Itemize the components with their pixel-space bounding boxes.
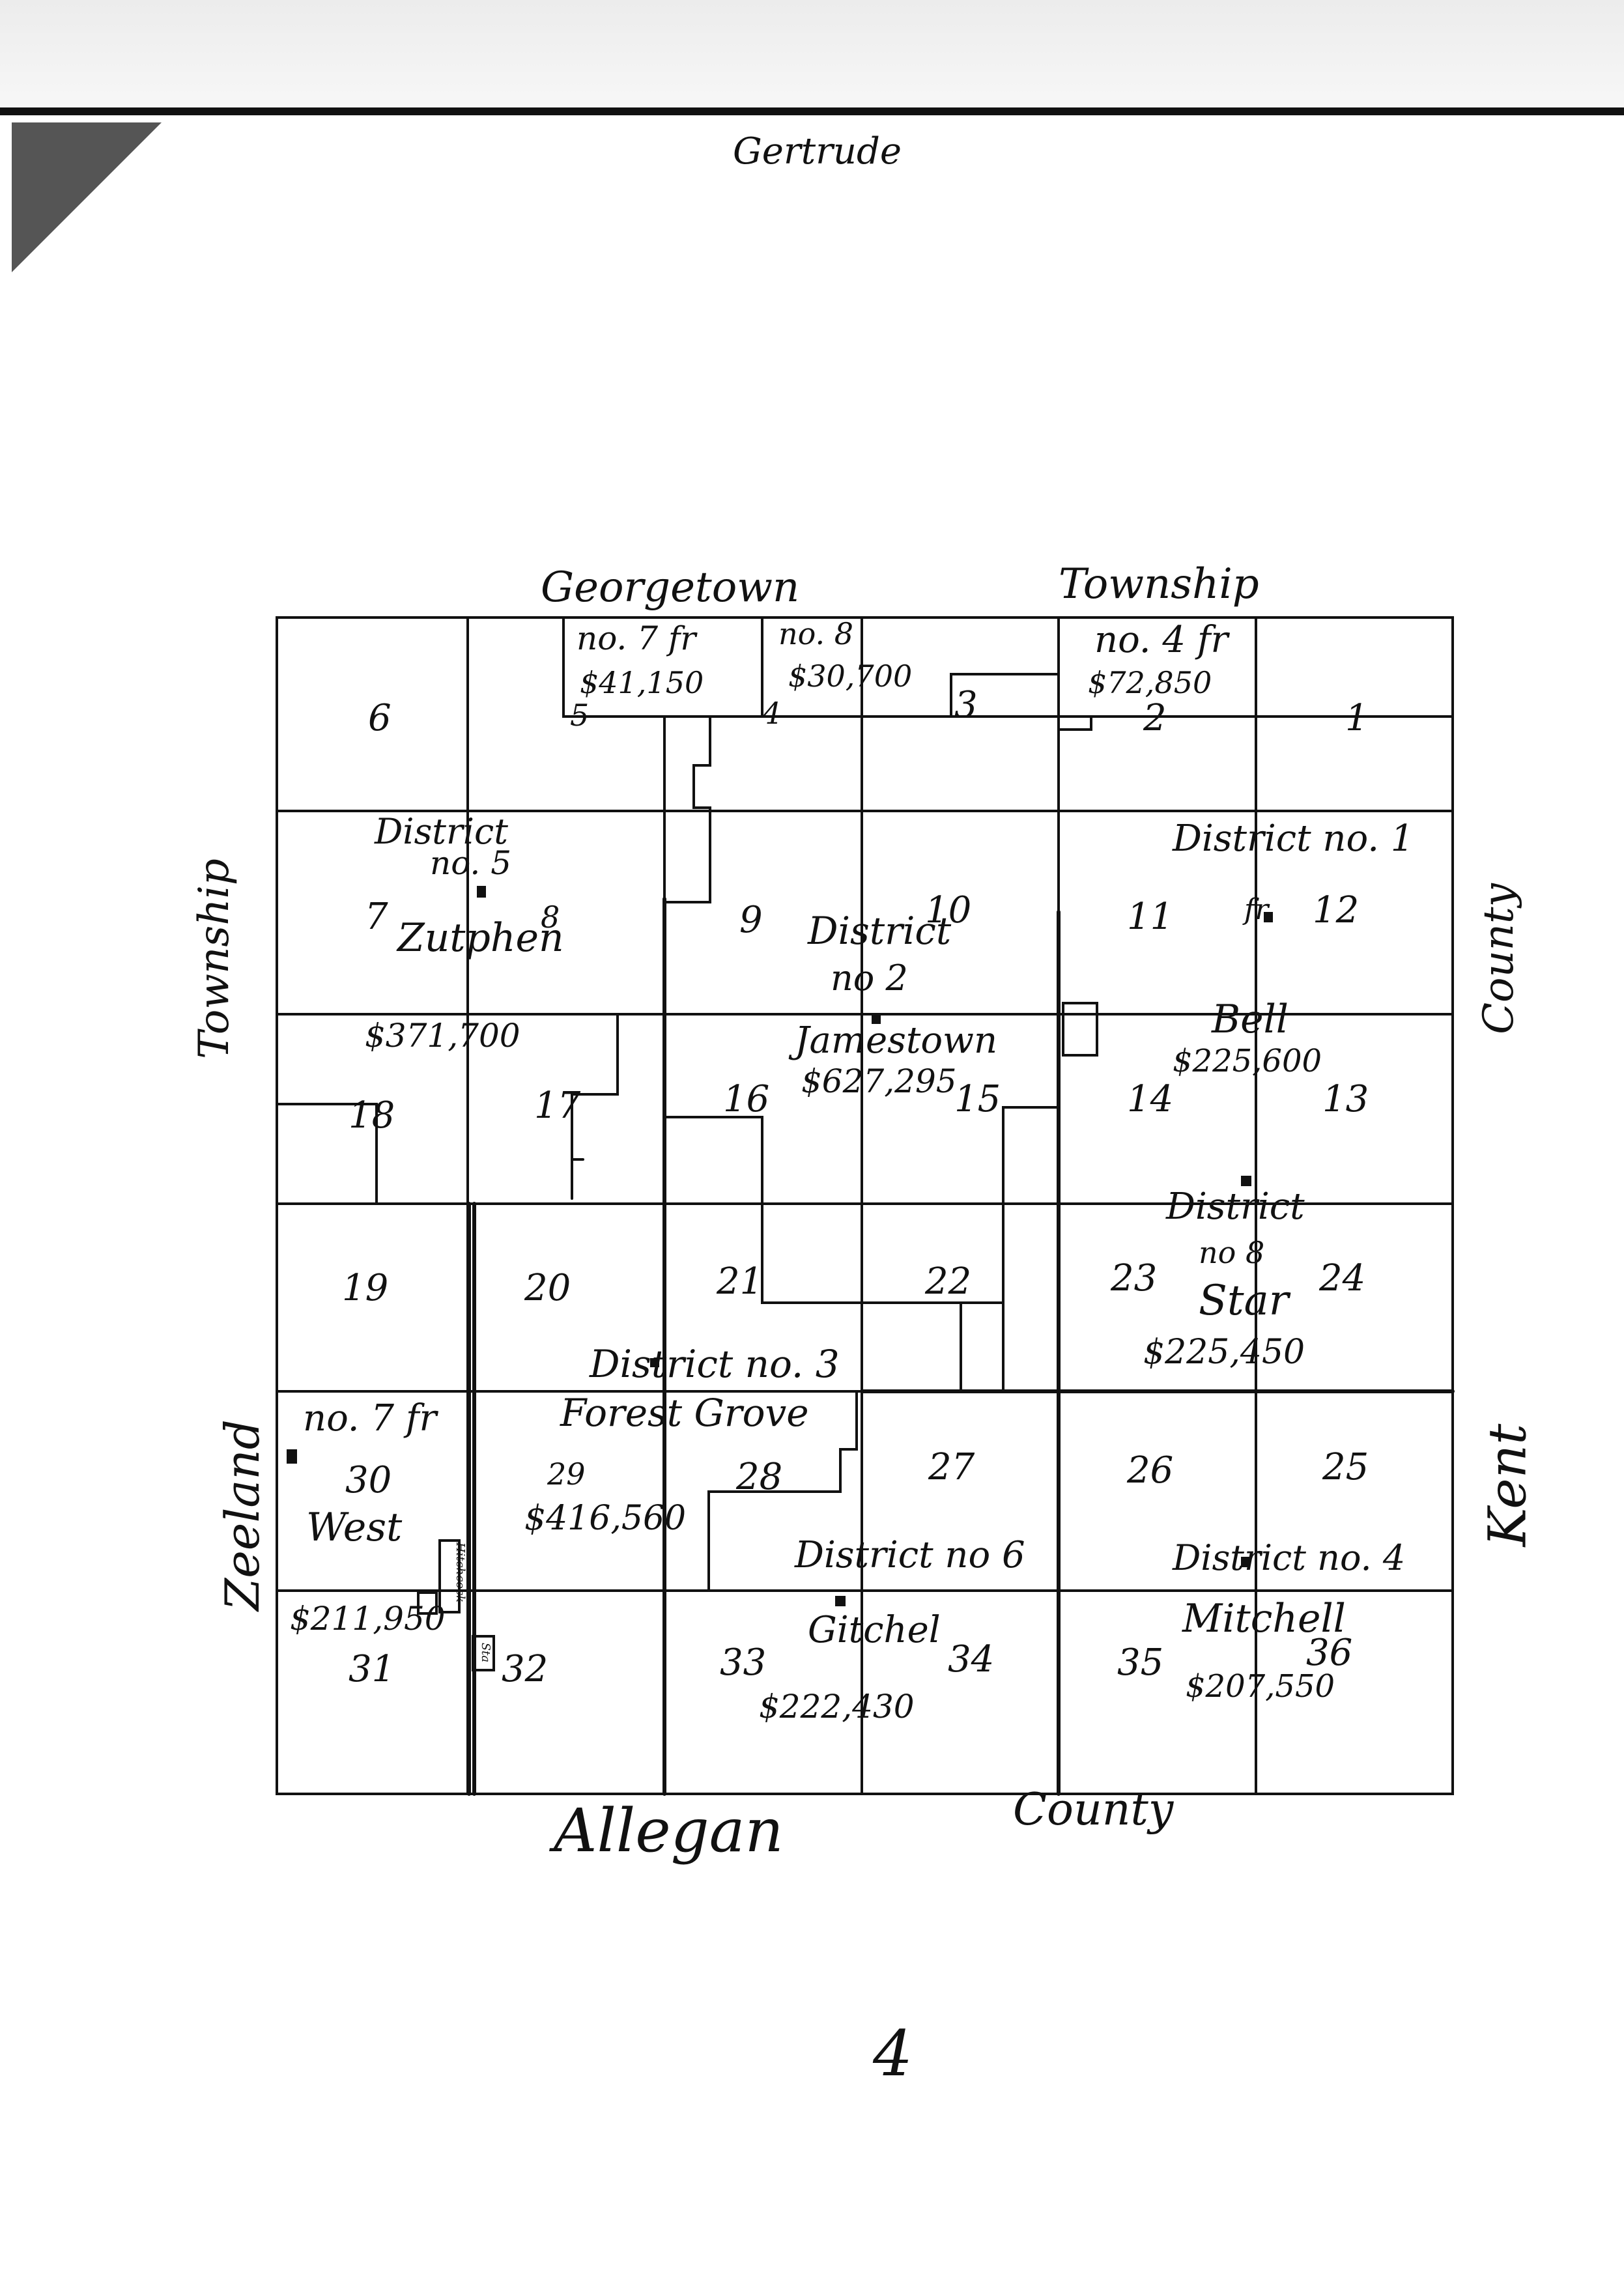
district-7fr-top-value: $41,150 <box>580 665 704 700</box>
district-4fr-top-label: no. 4 fr <box>1094 619 1229 661</box>
section-number: 24 <box>1319 1257 1366 1299</box>
north-border-georgetown: Georgetown <box>541 563 800 612</box>
section-number: 16 <box>723 1078 770 1120</box>
section-number: 19 <box>342 1267 389 1309</box>
district-8-name: Star <box>1199 1277 1289 1325</box>
district-8-value: $225,450 <box>1143 1333 1305 1372</box>
district-3-6-boundary <box>707 1390 858 1592</box>
station-block <box>472 1635 495 1671</box>
section-number: 27 <box>928 1446 975 1488</box>
district-4-title: District no. 4 <box>1173 1537 1406 1578</box>
district-3-title: District no. 3 <box>590 1342 840 1386</box>
page-number: 4 <box>873 2017 913 2090</box>
scan-top-band <box>0 0 1624 115</box>
section-number: 35 <box>1117 1641 1164 1684</box>
village-block <box>417 1591 438 1615</box>
section-number: 14 <box>1127 1078 1174 1120</box>
section-number: 25 <box>1322 1446 1369 1488</box>
section-number: 28 <box>736 1456 783 1498</box>
section-number: 12 <box>1313 889 1360 931</box>
south-border-county: County <box>1013 1784 1174 1836</box>
district-6-name: Gitchel <box>808 1609 941 1651</box>
district-2-number: no 2 <box>831 958 908 999</box>
district-1-name: Bell <box>1212 997 1289 1042</box>
district-1-value: $225,600 <box>1173 1043 1322 1079</box>
district-2-name: Jamestown <box>795 1019 998 1062</box>
section-number: 18 <box>349 1094 395 1137</box>
section-number: 22 <box>925 1260 972 1303</box>
section-number: 10 <box>925 889 972 931</box>
district-8-top-value: $30,700 <box>788 659 913 694</box>
section-number: 4 <box>762 696 782 731</box>
section-number: 33 <box>720 1641 767 1684</box>
north-border-township: Township <box>1059 560 1259 608</box>
district-6-value: $222,430 <box>759 1688 915 1725</box>
page-title: Gertrude <box>733 130 902 173</box>
district-5-boundary <box>276 1013 619 1205</box>
section-number: 34 <box>948 1638 995 1681</box>
district-4-value: $207,550 <box>1186 1668 1335 1705</box>
district-7fr-value: $211,950 <box>290 1600 446 1638</box>
east-border-county: County <box>1474 883 1523 1034</box>
section-number: 20 <box>524 1267 571 1309</box>
section-number: 17 <box>534 1085 581 1127</box>
district-2-value: $627,295 <box>801 1062 957 1100</box>
district-5-title: District <box>375 811 509 852</box>
section-number: 5 <box>570 698 590 733</box>
section-number: 8 <box>541 900 560 935</box>
section-number: 7 <box>365 896 388 938</box>
section-number: 3 <box>954 684 978 726</box>
road-lines <box>467 897 1455 1796</box>
section-number: 23 <box>1111 1257 1158 1299</box>
district-5-number: no. 5 <box>430 844 512 882</box>
section-number: 32 <box>502 1648 548 1690</box>
township-boundary <box>276 616 1454 1795</box>
district-5-value: $371,700 <box>365 1017 520 1055</box>
district-1-title: District no. 1 <box>1173 817 1414 860</box>
section-number: 26 <box>1127 1449 1174 1492</box>
district-3-value: $416,560 <box>524 1499 687 1538</box>
district-2-title: District <box>808 909 952 953</box>
hitchcock-block <box>438 1539 461 1613</box>
section-row-lines <box>276 810 1454 1592</box>
district-4-name: Mitchell <box>1182 1596 1346 1641</box>
section-number: 31 <box>349 1648 395 1690</box>
south-border-allegan: Allegan <box>554 1796 784 1866</box>
district-2-boundary <box>663 715 711 903</box>
section-number: 1 <box>1345 697 1369 739</box>
section-number: 11 <box>1127 896 1174 938</box>
small-plot-box <box>1062 1002 1098 1057</box>
section-number: 36 <box>1306 1632 1353 1674</box>
district-7fr-name: West <box>306 1505 403 1550</box>
section-number: 9 <box>739 899 763 941</box>
hitchcock-label: Hitchcock <box>453 1542 468 1603</box>
district-5-name: Zutphen <box>397 915 564 961</box>
section-number: 30 <box>345 1459 392 1501</box>
east-border-kent: Kent <box>1477 1423 1538 1547</box>
west-border-zeeland: Zeeland <box>214 1419 270 1611</box>
section-number: 13 <box>1322 1078 1369 1120</box>
district-2-3-boundary <box>663 1106 1060 1393</box>
section-number: 6 <box>368 697 392 739</box>
west-border-township: Township <box>190 859 238 1059</box>
district-8-top-label: no. 8 <box>778 616 854 651</box>
district-7fr-label: no. 7 fr <box>303 1397 437 1440</box>
folded-page-corner <box>12 122 162 272</box>
district-8-title: District <box>1166 1186 1305 1228</box>
section-number: 29 <box>547 1456 586 1492</box>
district-6-title: District no 6 <box>795 1534 1025 1576</box>
fractional-strip-lines <box>562 616 1454 731</box>
section-number: 21 <box>717 1260 763 1303</box>
station-label: Sta <box>479 1642 493 1663</box>
district-1-frac: fr. <box>1244 893 1275 926</box>
section-number: 15 <box>954 1078 1001 1120</box>
district-4fr-top-value: $72,850 <box>1088 665 1212 700</box>
school-markers <box>287 886 1273 1606</box>
district-8-number: no 8 <box>1199 1235 1265 1270</box>
section-number: 2 <box>1143 697 1167 739</box>
district-7fr-top-label: no. 7 fr <box>577 619 696 657</box>
district-3-name: Forest Grove <box>560 1391 809 1435</box>
